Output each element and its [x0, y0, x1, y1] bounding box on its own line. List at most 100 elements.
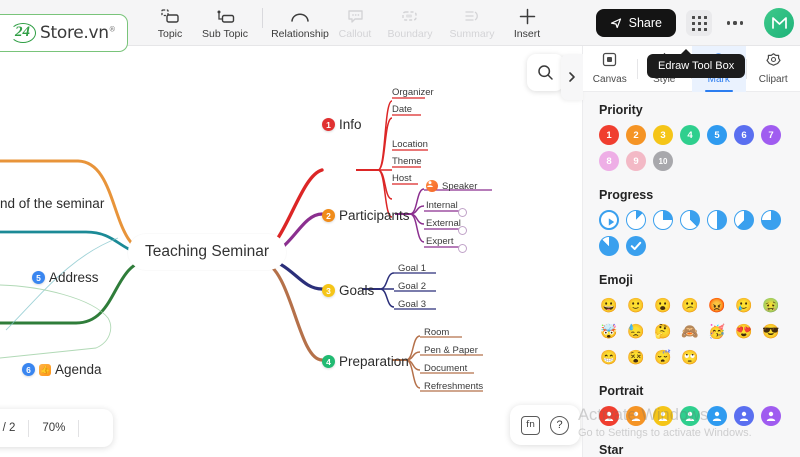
- marker-ring-external[interactable]: [458, 226, 467, 235]
- priority-marker-6[interactable]: 6: [734, 125, 754, 145]
- emoji-marker-15[interactable]: 😵: [627, 349, 645, 365]
- emoji-marker-13[interactable]: 😎: [762, 323, 780, 339]
- portrait-marker-5[interactable]: [734, 406, 754, 426]
- progress-marker-0[interactable]: [599, 210, 619, 230]
- user-avatar[interactable]: [764, 8, 794, 38]
- search-icon: [538, 65, 553, 80]
- portrait-marker-2[interactable]: [653, 406, 673, 426]
- emoji-marker-11[interactable]: 🥳: [708, 323, 726, 339]
- priority-marker-9[interactable]: 9: [626, 151, 646, 171]
- subtopic-speaker[interactable]: Speaker: [426, 180, 477, 192]
- center-node[interactable]: Teaching Seminar: [128, 234, 287, 270]
- subtopic-theme[interactable]: Theme: [392, 156, 422, 167]
- branch-info[interactable]: 1 Info: [322, 117, 362, 132]
- priority-marker-4[interactable]: 4: [680, 125, 700, 145]
- top-toolbar: 24 Store.vn® Topic Sub Topic R: [0, 0, 800, 52]
- subtopic-organizer[interactable]: Organizer: [392, 87, 434, 98]
- emoji-marker-6[interactable]: 🤢: [762, 297, 780, 313]
- apps-grid-icon[interactable]: [686, 10, 712, 36]
- emoji-marker-1[interactable]: 🙂: [627, 297, 645, 313]
- subtopic-goal-2[interactable]: Goal 2: [398, 281, 426, 292]
- emoji-marker-10[interactable]: 🙈: [681, 323, 699, 339]
- branch-left-seminar[interactable]: nd of the seminar: [0, 196, 104, 211]
- portrait-marker-6[interactable]: [761, 406, 781, 426]
- subtopic-expert[interactable]: Expert: [426, 236, 453, 247]
- logo-24-badge: 24: [10, 23, 36, 43]
- tool-boundary[interactable]: Boundary: [379, 4, 441, 40]
- help-button[interactable]: ?: [550, 415, 569, 435]
- search-button[interactable]: [527, 54, 564, 91]
- emoji-marker-14[interactable]: 😁: [600, 349, 618, 365]
- tool-insert[interactable]: Insert: [503, 4, 551, 40]
- branch-agenda[interactable]: 6 👍 Agenda: [22, 362, 102, 377]
- marker-ring-expert[interactable]: [458, 244, 467, 253]
- portrait-marker-4[interactable]: [707, 406, 727, 426]
- logo-wordmark: Store.vn®: [40, 23, 116, 43]
- tab-clipart[interactable]: Clipart: [747, 46, 800, 92]
- progress-marker-12[interactable]: [626, 210, 646, 230]
- emoji-marker-4[interactable]: 😡: [708, 297, 726, 313]
- tool-relationship[interactable]: Relationship: [269, 4, 331, 40]
- more-options-icon[interactable]: [722, 10, 748, 36]
- progress-marker-50[interactable]: [707, 210, 727, 230]
- subtopic-internal[interactable]: Internal: [426, 200, 458, 211]
- badge-info: 1: [322, 118, 335, 131]
- progress-marker-37[interactable]: [680, 210, 700, 230]
- subtopic-organizer-label: Organizer: [392, 87, 434, 98]
- progress-marker-87[interactable]: [599, 236, 619, 256]
- subtopic-host[interactable]: Host: [392, 173, 412, 184]
- progress-marker-62[interactable]: [734, 210, 754, 230]
- subtopic-room[interactable]: Room: [424, 327, 449, 338]
- emoji-marker-5[interactable]: 🥲: [735, 297, 753, 313]
- fn-key-button[interactable]: fn: [521, 415, 540, 435]
- priority-marker-5[interactable]: 5: [707, 125, 727, 145]
- section-title-progress: Progress: [599, 188, 654, 202]
- subtopic-date[interactable]: Date: [392, 104, 412, 115]
- page-indicator[interactable]: 2 / 2: [0, 422, 16, 434]
- subtopic-location[interactable]: Location: [392, 139, 428, 150]
- emoji-marker-8[interactable]: 😓: [627, 323, 645, 339]
- emoji-marker-0[interactable]: 😀: [600, 297, 618, 313]
- branch-preparation[interactable]: 4 Preparation: [322, 354, 409, 369]
- subtopic-goal-3[interactable]: Goal 3: [398, 299, 426, 310]
- progress-marker-25[interactable]: [653, 210, 673, 230]
- branch-goals[interactable]: 3 Goals: [322, 283, 374, 298]
- priority-marker-10[interactable]: 10: [653, 151, 673, 171]
- subtopic-pen-paper[interactable]: Pen & Paper: [424, 345, 478, 356]
- priority-marker-7[interactable]: 7: [761, 125, 781, 145]
- priority-marker-8[interactable]: 8: [599, 151, 619, 171]
- priority-marker-3[interactable]: 3: [653, 125, 673, 145]
- portrait-marker-1[interactable]: [626, 406, 646, 426]
- zoom-level[interactable]: 70%: [42, 422, 66, 434]
- portrait-marker-0[interactable]: [599, 406, 619, 426]
- tool-summary[interactable]: Summary: [441, 4, 503, 40]
- branch-participants[interactable]: 2 Participants: [322, 208, 410, 223]
- emoji-marker-9[interactable]: 🤔: [654, 323, 672, 339]
- progress-marker-100[interactable]: [626, 236, 646, 256]
- emoji-marker-12[interactable]: 😍: [735, 323, 753, 339]
- subtopic-goal-1[interactable]: Goal 1: [398, 263, 426, 274]
- tool-insert-label: Insert: [513, 28, 541, 40]
- emoji-marker-16[interactable]: 😴: [654, 349, 672, 365]
- emoji-marker-2[interactable]: 😮: [654, 297, 672, 313]
- branch-address[interactable]: 5 Address: [32, 270, 99, 285]
- tool-callout[interactable]: Callout: [331, 4, 379, 40]
- emoji-marker-7[interactable]: 🤯: [600, 323, 618, 339]
- priority-marker-2[interactable]: 2: [626, 125, 646, 145]
- progress-marker-75[interactable]: [761, 210, 781, 230]
- emoji-marker-3[interactable]: 😕: [681, 297, 699, 313]
- emoji-marker-17[interactable]: 🙄: [681, 349, 699, 365]
- tool-sub-topic[interactable]: Sub Topic: [194, 4, 256, 40]
- portrait-marker-3[interactable]: [680, 406, 700, 426]
- subtopic-external[interactable]: External: [426, 218, 461, 229]
- subtopic-document[interactable]: Document: [424, 363, 467, 374]
- mindmap-canvas[interactable]: Teaching Seminar nd of the seminar 5 Add…: [0, 46, 582, 457]
- subtopic-refreshments[interactable]: Refreshments: [424, 381, 483, 392]
- share-button[interactable]: Share: [595, 9, 676, 37]
- tool-topic[interactable]: Topic: [146, 4, 194, 40]
- tab-canvas[interactable]: Canvas: [583, 46, 637, 92]
- priority-marker-1[interactable]: 1: [599, 125, 619, 145]
- marker-ring-internal[interactable]: [458, 208, 467, 217]
- panel-collapse-button[interactable]: [561, 54, 583, 100]
